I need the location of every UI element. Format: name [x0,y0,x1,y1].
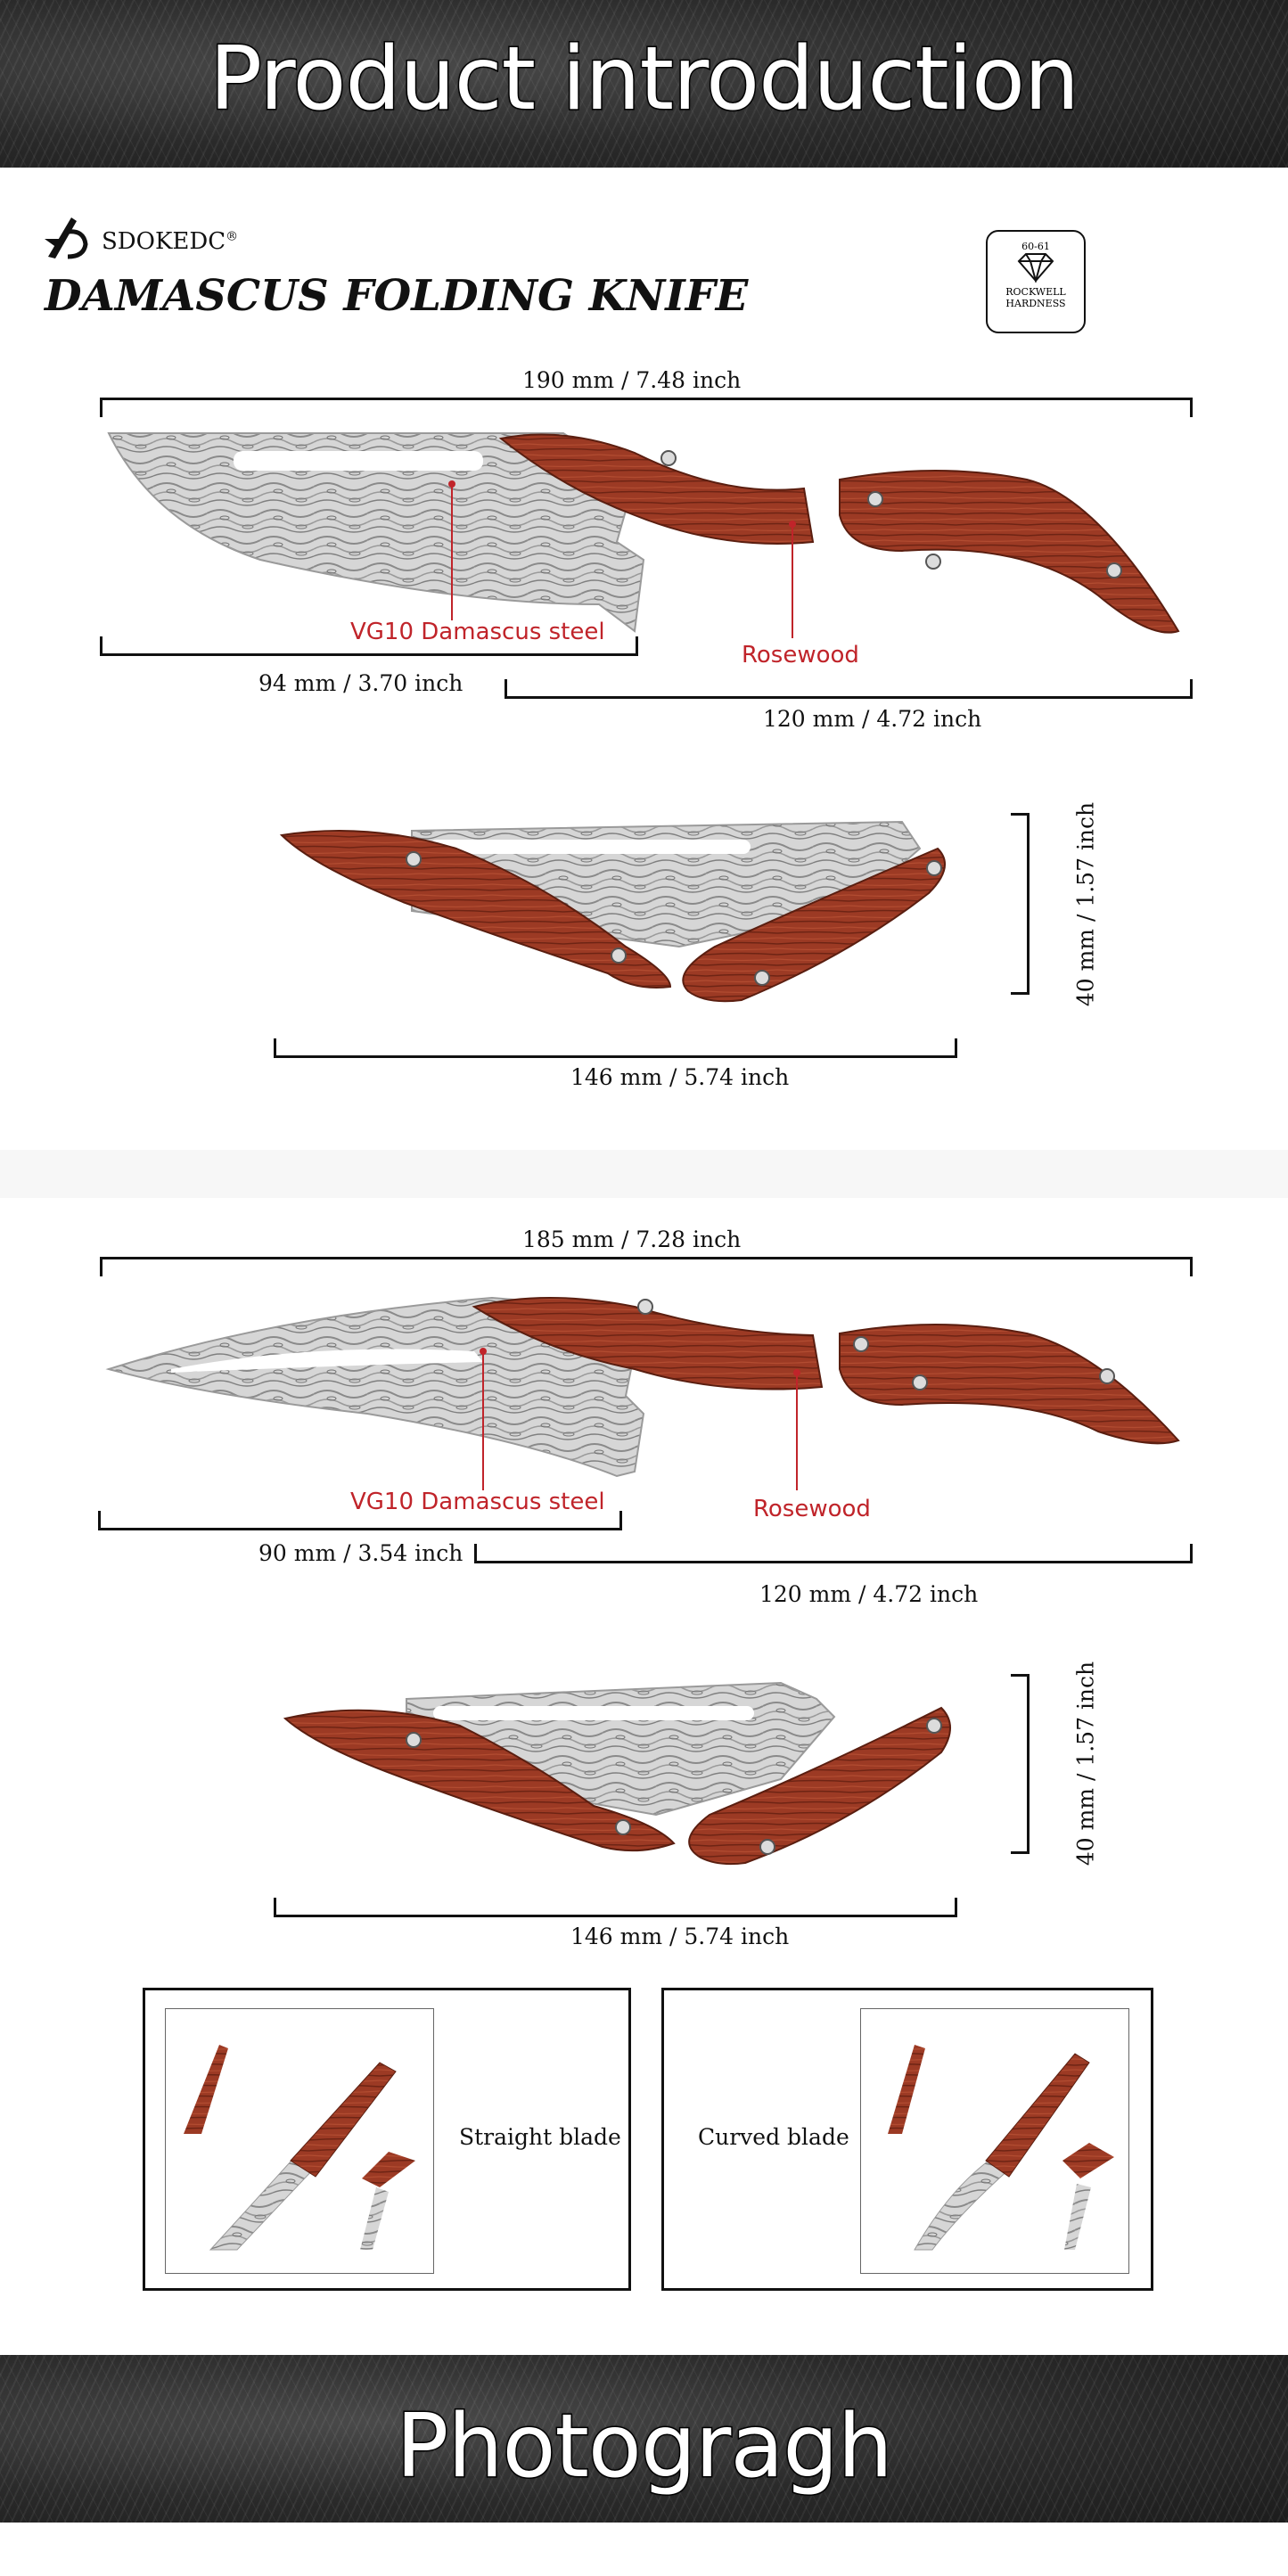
variant-curved-blade: Curved blade [661,1988,1153,2291]
knife1-folded-length: 146 mm / 5.74 inch [570,1064,790,1090]
knife2-steel-label: VG10 Damascus steel [350,1489,605,1515]
brand-name: SDOKEDC® [102,228,239,255]
diamond-icon [988,252,1084,286]
straight-blade-thumbnail [165,2008,434,2274]
knife1-folded-image [278,813,956,1009]
knife2-handle-length: 120 mm / 4.72 inch [759,1581,979,1607]
knife2-folded-image [282,1672,959,1868]
knife2-blade-length: 90 mm / 3.54 inch [258,1540,464,1566]
knife2-folded-length: 146 mm / 5.74 inch [570,1924,790,1949]
footer-title: Photogragh [395,2395,894,2499]
knife1-open-image [100,426,1196,649]
knife1-steel-label: VG10 Damascus steel [350,619,605,645]
knife1-blade-length: 94 mm / 3.70 inch [258,670,464,696]
knife2-wood-label: Rosewood [753,1496,871,1522]
footer-banner: Photogragh [0,2355,1288,2523]
dimension-line [100,398,1193,400]
curved-blade-thumbnail [860,2008,1129,2274]
knife1-folded-height: 40 mm / 1.57 inch [1072,801,1099,1007]
curved-blade-label: Curved blade [698,2124,849,2150]
straight-blade-label: Straight blade [459,2124,621,2150]
knife2-open-image [100,1280,1196,1503]
product-title: DAMASCUS FOLDING KNIFE [45,271,749,321]
hardness-badge: 60-61 ROCKWELL HARDNESS [986,230,1086,333]
section-divider [0,1150,1288,1198]
knife1-handle-length: 120 mm / 4.72 inch [763,706,982,732]
brand-logo-icon [41,212,103,262]
knife2-folded-height: 40 mm / 1.57 inch [1072,1661,1099,1866]
knife2-overall-length: 185 mm / 7.28 inch [522,1226,742,1252]
page-title: Product introduction [208,28,1080,132]
variant-straight-blade: Straight blade [143,1988,631,2291]
knife1-overall-length: 190 mm / 7.48 inch [522,367,742,393]
knife1-wood-label: Rosewood [742,642,859,669]
header-banner: Product introduction [0,0,1288,168]
